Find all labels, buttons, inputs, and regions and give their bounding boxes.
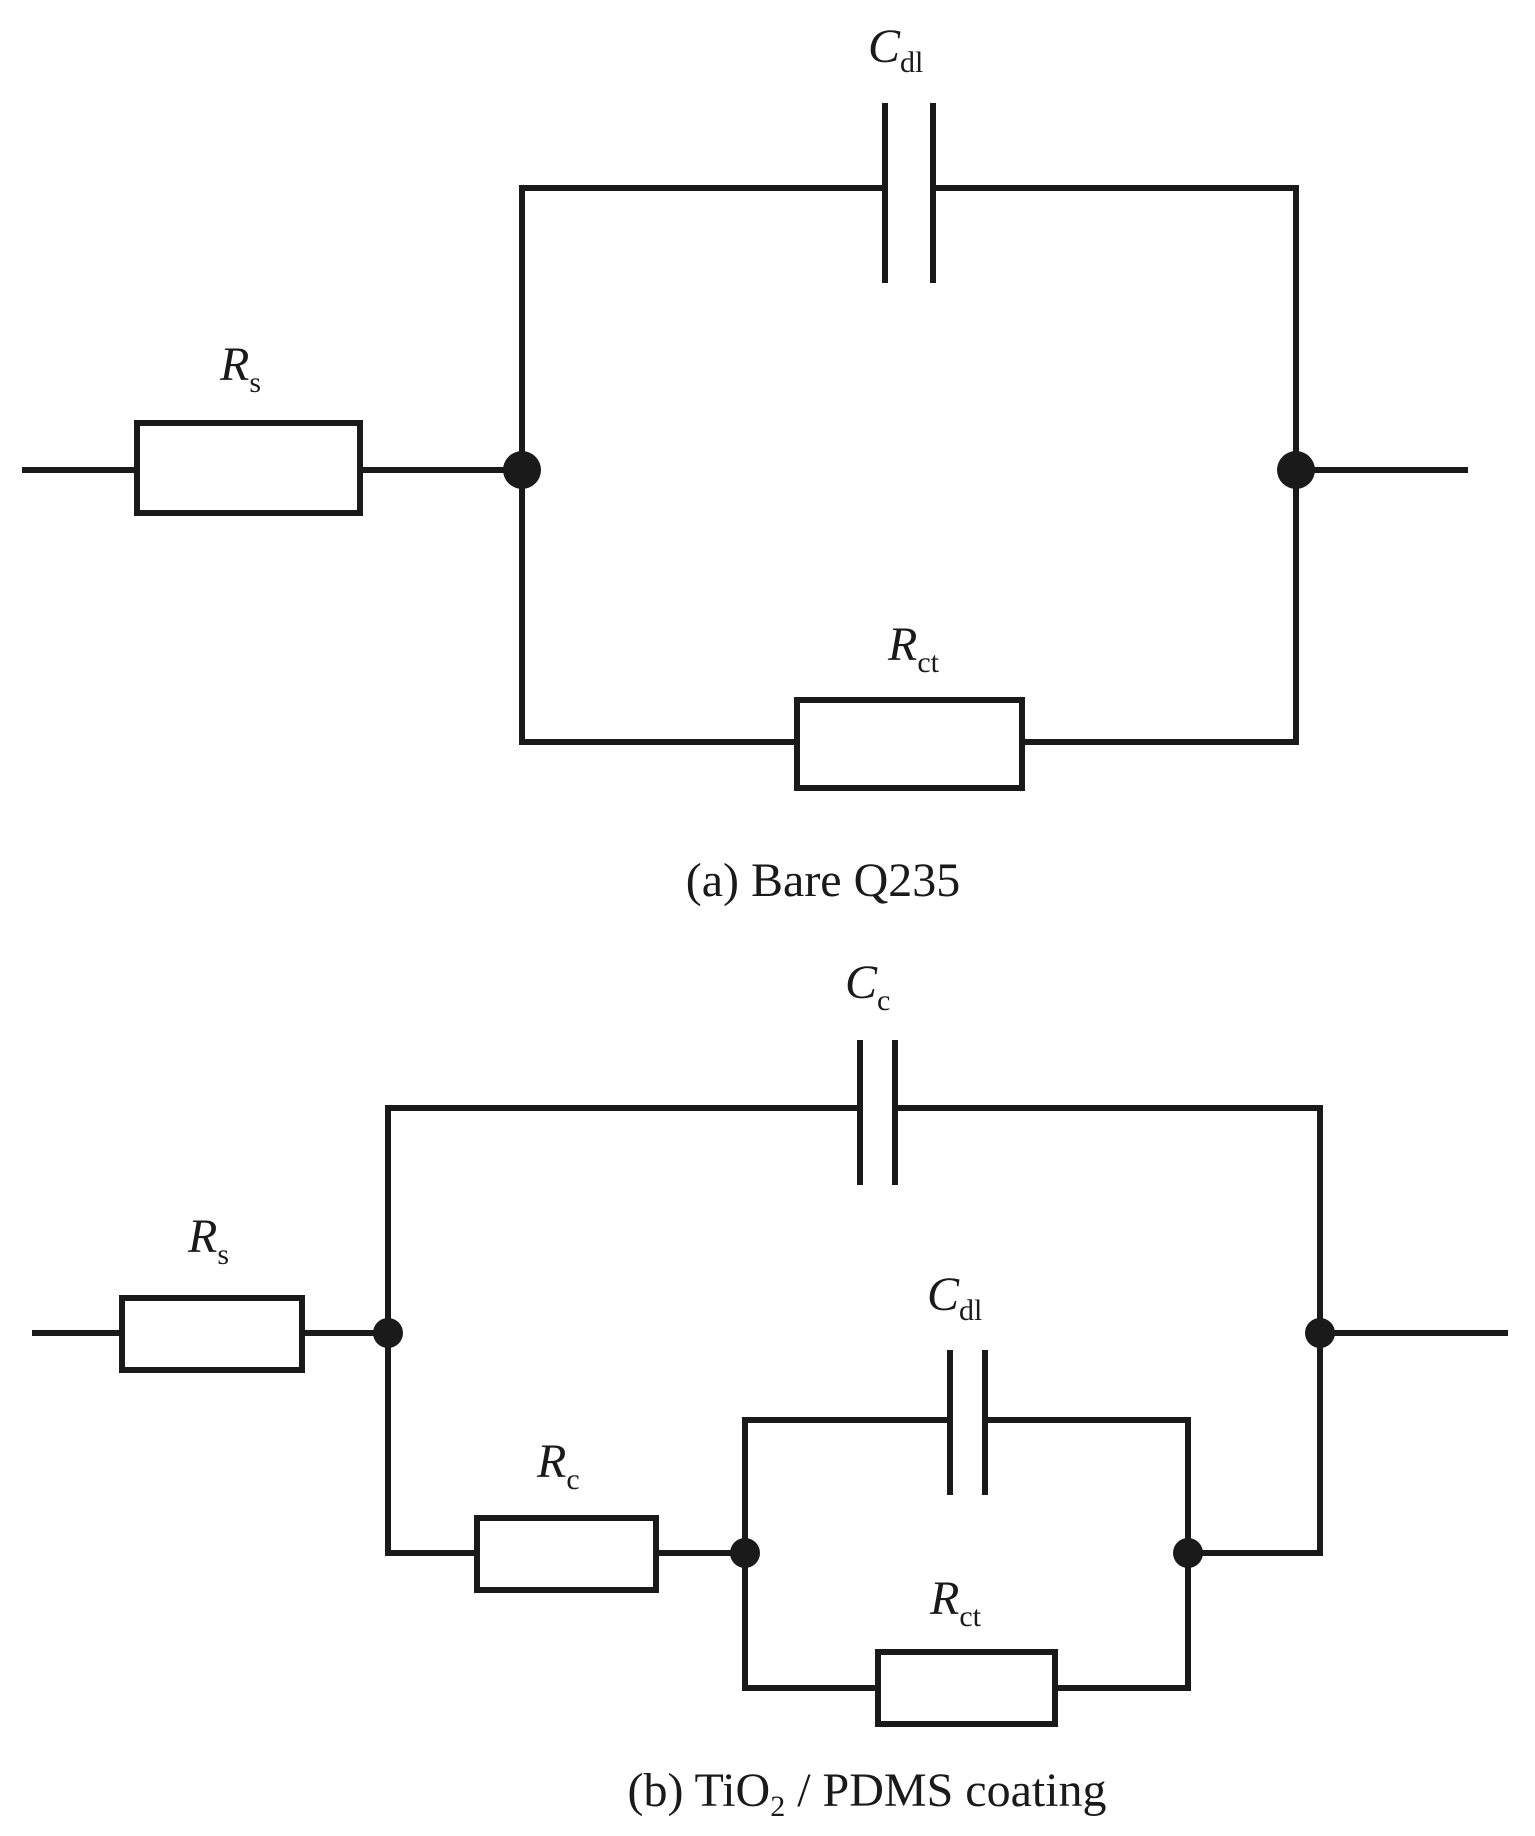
a-resistor-rct: [794, 697, 1025, 791]
b-label-rct-main: R: [929, 1572, 959, 1625]
b-caption-pre: (b) TiO: [627, 1764, 770, 1817]
b-label-cc-sub: c: [877, 984, 890, 1017]
b-node-right: [1305, 1318, 1335, 1348]
circuit-b: Cc Rs Cdl Rc Rct (b) TiO2 / PDMS coating: [32, 956, 1508, 1823]
b-node-inner-left: [730, 1538, 760, 1568]
b-label-rc: Rc: [536, 1435, 580, 1496]
b-label-rc-main: R: [536, 1435, 566, 1488]
a-node-left: [503, 451, 541, 489]
b-caption: (b) TiO2 / PDMS coating: [543, 1764, 1166, 1823]
b-label-rc-sub: c: [566, 1463, 579, 1496]
b-label-cdl: Cdl: [927, 1268, 982, 1327]
a-label-rs: Rs: [219, 338, 261, 399]
b-node-inner-right: [1173, 1538, 1203, 1568]
a-caption: (a) Bare Q235: [686, 854, 961, 907]
a-label-rs-main: R: [219, 338, 249, 391]
b-resistor-rc: [474, 1515, 659, 1593]
a-label-cdl-main: C: [868, 20, 901, 73]
b-label-cdl-sub: dl: [959, 1294, 982, 1327]
b-label-rct-sub: ct: [959, 1600, 981, 1633]
b-label-rs-sub: s: [217, 1238, 229, 1271]
b-resistor-rct: [875, 1649, 1058, 1727]
b-caption-sub: 2: [770, 1790, 785, 1823]
a-label-rct-sub: ct: [917, 646, 939, 679]
b-label-cc-main: C: [845, 956, 878, 1009]
b-node-left: [373, 1318, 403, 1348]
b-label-cc: Cc: [845, 956, 890, 1017]
b-label-rs: Rs: [187, 1210, 229, 1271]
b-caption-post: / PDMS coating: [785, 1764, 1106, 1817]
a-label-rct-main: R: [887, 618, 917, 671]
b-label-rct: Rct: [929, 1572, 982, 1633]
circuit-a: Cdl Rs Rct (a) Bare Q235: [22, 20, 1468, 907]
a-label-cdl: Cdl: [868, 20, 923, 79]
a-label-cdl-sub: dl: [900, 46, 923, 79]
b-resistor-rs: [119, 1295, 305, 1373]
b-label-rs-main: R: [187, 1210, 217, 1263]
a-label-rs-sub: s: [249, 366, 261, 399]
a-label-rct: Rct: [887, 618, 940, 679]
a-node-right: [1277, 451, 1315, 489]
a-resistor-rs: [134, 420, 363, 516]
b-label-cdl-main: C: [927, 1268, 960, 1321]
